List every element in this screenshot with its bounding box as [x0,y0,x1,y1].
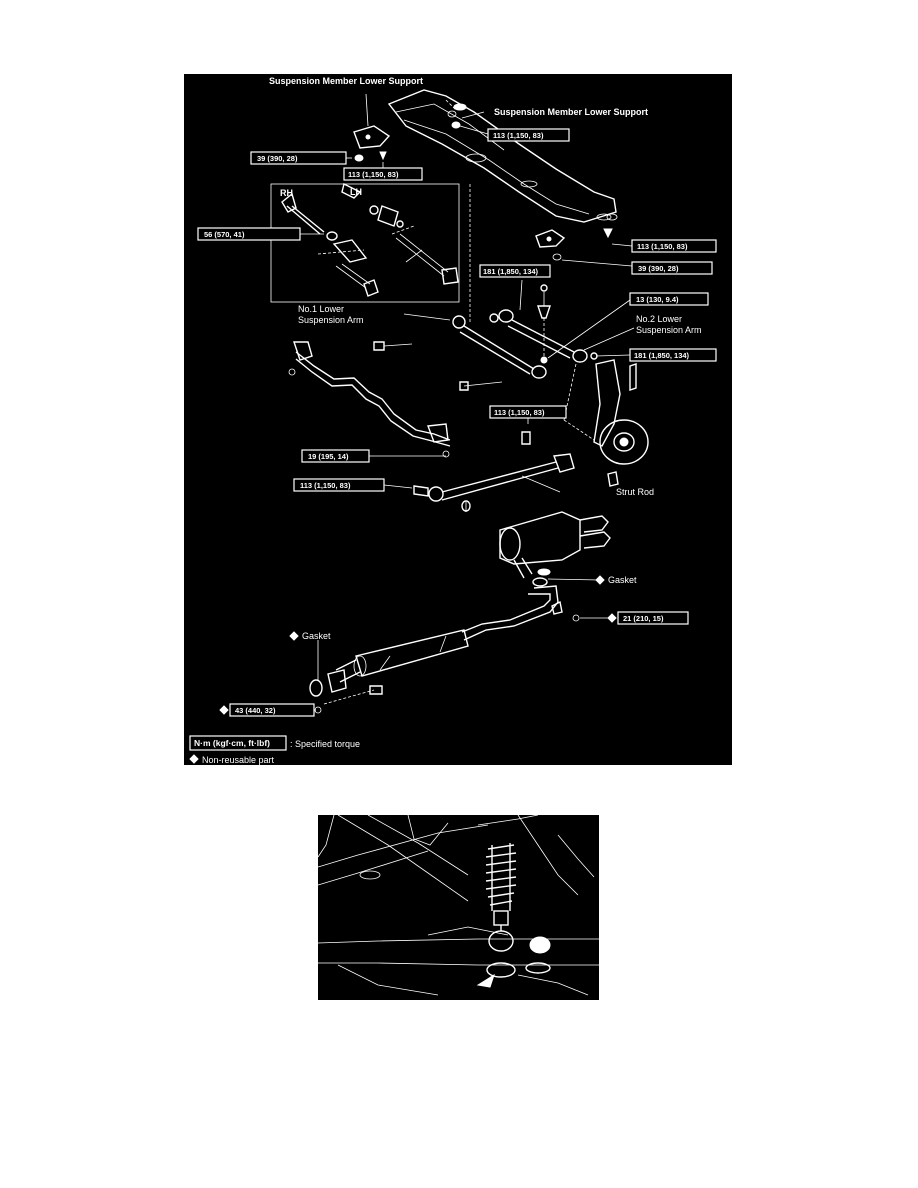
torque-56: 56 (570, 41) [204,230,245,239]
nonreusable-diamond-icon [607,613,617,623]
nonreusable-diamond-icon [595,575,605,585]
underbody-outline [318,815,599,996]
torque-181-left: 181 (1,850, 134) [483,267,539,276]
lower-suspension-arms [373,309,598,391]
torque-box: 39 (390, 28) [250,151,347,165]
legend-unit-box: N·m (kgf·cm, ft·lbf) [194,738,270,748]
legend: N·m (kgf·cm, ft·lbf) : Specified torque … [189,735,360,765]
torque-113-top-left: 113 (1,150, 83) [348,170,399,179]
torque-39-left: 39 (390, 28) [257,154,298,163]
exhaust-system [309,511,611,714]
label-no2-lower-arm-1: No.2 Lower [636,314,682,324]
suspension-member [387,89,617,223]
label-no1-lower-arm-1: No.1 Lower [298,304,344,314]
torque-box: 181 (1,850, 134) [479,264,551,278]
stabilizer-bar [288,341,451,458]
torque-box: 43 (440, 32) [229,703,315,717]
torque-39-right: 39 (390, 28) [638,264,679,273]
torque-box: 56 (570, 41) [197,227,301,241]
torque-box: 39 (390, 28) [631,261,713,275]
torque-113-strut-top: 113 (1,150, 83) [494,408,545,417]
label-rh: RH [280,188,293,198]
nonreusable-diamond-icon [189,754,199,764]
label-strut-rod: Strut Rod [616,487,654,497]
spring-compressor-illustration [318,815,599,1000]
strut-rod [413,431,619,512]
torque-19: 19 (195, 14) [308,452,349,461]
stabilizer-link [537,284,551,364]
axle-carrier-hub [563,359,649,465]
torque-box: 19 (195, 14) [301,449,370,463]
torque-113-strut-left: 113 (1,150, 83) [300,481,351,490]
torque-21: 21 (210, 15) [623,614,664,623]
label-no1-lower-arm-2: Suspension Arm [298,315,364,325]
torque-113-top-right: 113 (1,150, 83) [493,131,544,140]
torque-181-right: 181 (1,850, 134) [634,351,690,360]
torque-113-mid-right: 113 (1,150, 83) [637,242,688,251]
torque-box: 113 (1,150, 83) [293,478,385,492]
legend-nonreusable: Non-reusable part [202,755,275,765]
torque-box: 113 (1,150, 83) [487,128,570,142]
lower-support-right [535,213,618,261]
torque-box: 181 (1,850, 134) [629,348,717,362]
legend-unit-text: : Specified torque [290,739,360,749]
leader-lines [300,111,635,711]
lower-support-left [353,93,391,162]
nonreusable-diamond-icon [289,631,299,641]
torque-box: 13 (130, 9.4) [629,292,709,306]
torque-box: 113 (1,150, 83) [631,239,717,253]
torque-43: 43 (440, 32) [235,706,276,715]
label-no2-lower-arm-2: Suspension Arm [636,325,702,335]
coil-spring [476,843,551,988]
nonreusable-diamond-icon [219,705,229,715]
rh-lh-arm-inset [281,182,459,297]
label-gasket-right: Gasket [608,575,637,585]
label-lh: LH [350,187,362,197]
suspension-exploded-diagram: Suspension Member Lower Support Suspensi… [184,74,732,765]
torque-box: 113 (1,150, 83) [343,167,423,181]
torque-box: 21 (210, 15) [617,611,689,625]
label-susp-member-lower-support-right: Suspension Member Lower Support [494,107,648,117]
label-gasket-left: Gasket [302,631,331,641]
torque-13: 13 (130, 9.4) [636,295,679,304]
label-susp-member-lower-support-top: Suspension Member Lower Support [269,76,423,86]
torque-box: 113 (1,150, 83) [489,405,567,419]
